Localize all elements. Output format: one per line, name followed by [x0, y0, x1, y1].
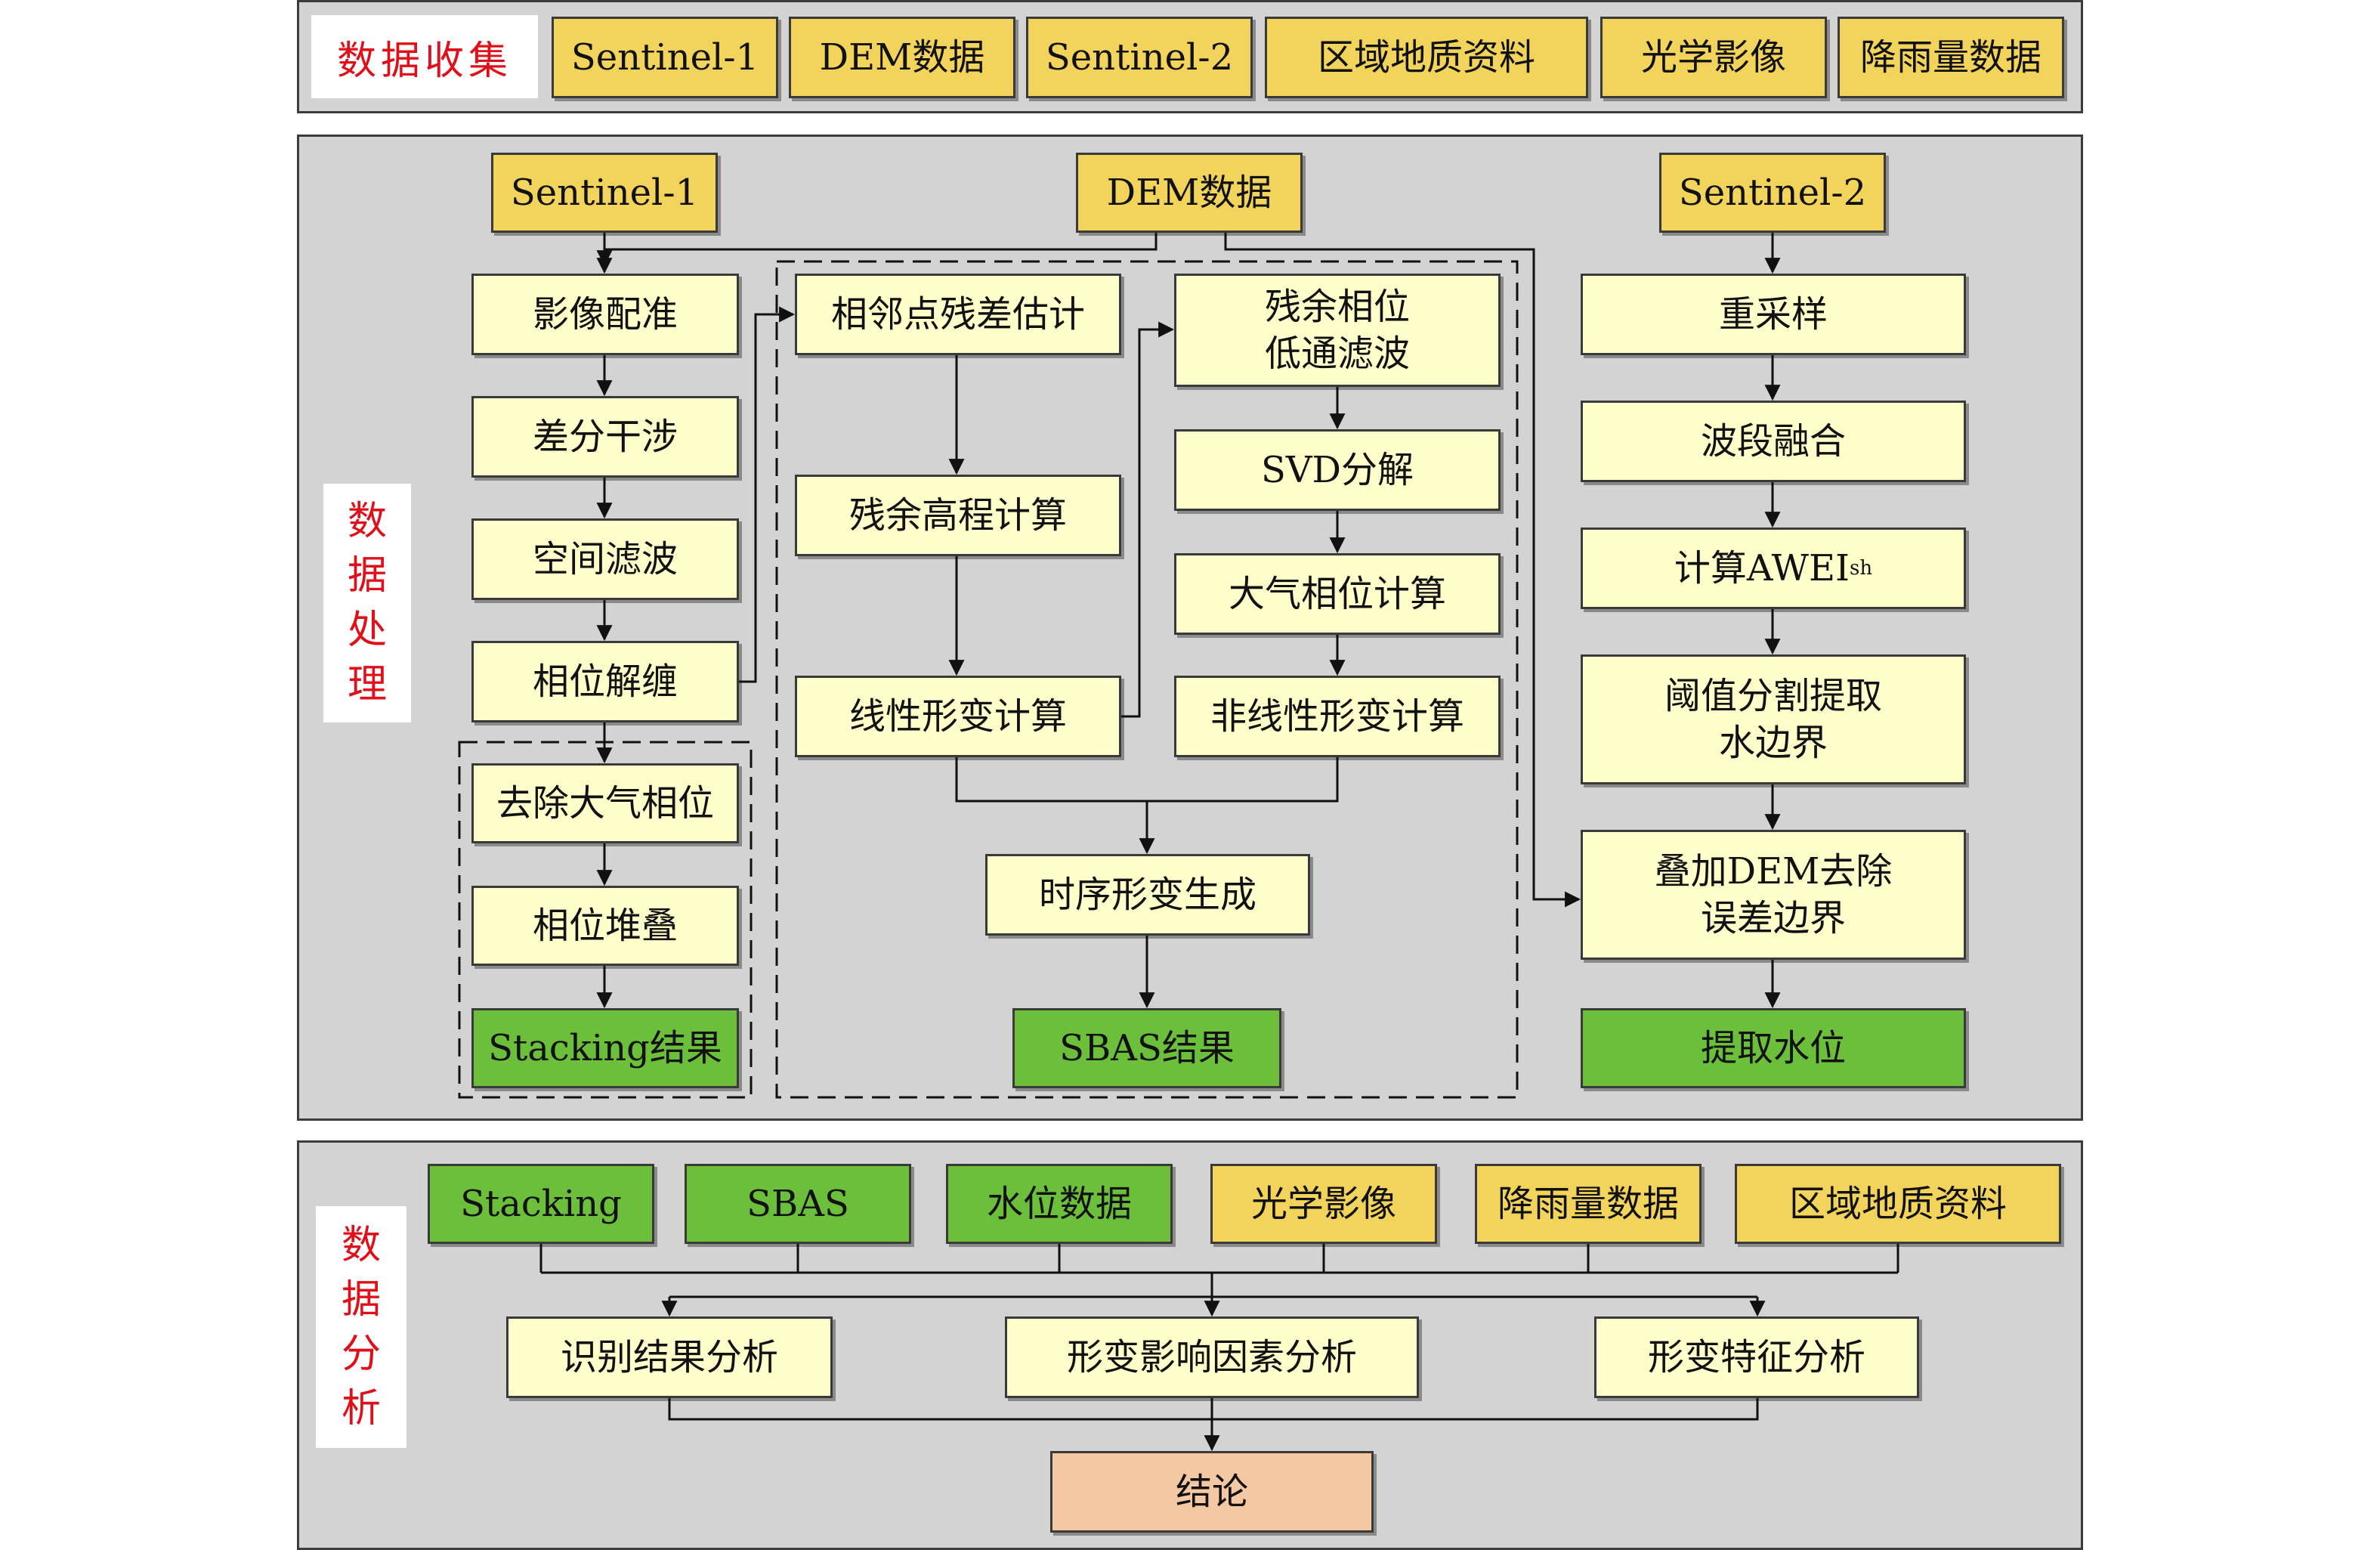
- analysis-label: 数 据 分 析: [316, 1206, 406, 1448]
- processing-label: 数 据 处 理: [323, 484, 411, 722]
- step-differential-interferometry: 差分干涉: [471, 396, 739, 478]
- step-linear-deformation: 线性形变计算: [795, 676, 1121, 757]
- step-neighbor-residual-estimation: 相邻点残差估计: [795, 274, 1121, 355]
- input-dem: DEM数据: [1076, 153, 1303, 233]
- analysis-input-stacking: Stacking: [428, 1164, 654, 1244]
- arrow-linear-to-filter: [1121, 321, 1175, 718]
- analysis-input-water-level: 水位数据: [946, 1164, 1173, 1244]
- conclusion: 结论: [1050, 1451, 1374, 1533]
- step-threshold-water-boundary: 阈值分割提取 水边界: [1581, 654, 1966, 784]
- input-sentinel2: Sentinel-2: [1659, 153, 1886, 233]
- collection-item-dem: DEM数据: [789, 17, 1015, 98]
- processing-label-char: 理: [347, 662, 387, 707]
- processing-label-char: 处: [347, 608, 387, 653]
- step-nonlinear-deformation: 非线性形变计算: [1174, 676, 1501, 757]
- line-identification-down: [668, 1398, 1759, 1421]
- step-residual-height: 残余高程计算: [795, 475, 1121, 556]
- stacking-group-outline: [458, 741, 753, 1099]
- collection-item-sentinel1: Sentinel-1: [552, 17, 778, 98]
- arrow-dem-to-dem-overlay: [1224, 233, 1581, 908]
- step-atmospheric-phase: 大气相位计算: [1174, 553, 1501, 635]
- step-resample: 重采样: [1581, 274, 1966, 355]
- analysis-label-char: 据: [341, 1277, 381, 1323]
- analysis-input-sbas: SBAS: [685, 1164, 911, 1244]
- processing-label-char: 据: [347, 553, 387, 599]
- sbas-result: SBAS结果: [1012, 1008, 1281, 1088]
- collection-item-optical: 光学影像: [1600, 17, 1827, 98]
- analysis-input-optical: 光学影像: [1210, 1164, 1437, 1244]
- step-image-registration: 影像配准: [471, 274, 739, 355]
- arrow-dem-to-registration: [596, 233, 1158, 267]
- analysis-input-geology: 区域地质资料: [1735, 1164, 2061, 1244]
- collection-label: 数据收集: [311, 15, 538, 98]
- step-dem-overlay-remove-error: 叠加DEM去除 误差边界: [1581, 830, 1966, 960]
- step-svd-decomposition: SVD分解: [1174, 429, 1501, 511]
- awei-label: 计算AWEI: [1674, 547, 1850, 589]
- analysis-input-rainfall: 降雨量数据: [1475, 1164, 1702, 1244]
- collection-item-geology: 区域地质资料: [1265, 17, 1588, 98]
- step-phase-stacking: 相位堆叠: [471, 886, 739, 966]
- input-sentinel1: Sentinel-1: [491, 153, 718, 233]
- stacking-result: Stacking结果: [471, 1008, 739, 1088]
- step-remove-atmospheric-phase: 去除大气相位: [471, 763, 739, 843]
- analysis-identification-results: 识别结果分析: [506, 1316, 833, 1398]
- analysis-deformation-characteristics: 形变特征分析: [1594, 1316, 1919, 1398]
- collection-item-sentinel2: Sentinel-2: [1026, 17, 1253, 98]
- analysis-influencing-factors: 形变影响因素分析: [1005, 1316, 1419, 1398]
- analysis-label-char: 分: [341, 1332, 381, 1377]
- step-band-fusion: 波段融合: [1581, 401, 1966, 482]
- processing-label-char: 数: [347, 499, 387, 544]
- step-time-series-deformation: 时序形变生成: [985, 854, 1310, 936]
- step-phase-unwrapping: 相位解缠: [471, 641, 739, 722]
- water-level-result: 提取水位: [1581, 1008, 1966, 1088]
- arrow-unwrapping-to-neighbor: [739, 306, 796, 683]
- step-spatial-filtering: 空间滤波: [471, 518, 739, 600]
- awei-subscript: sh: [1849, 557, 1873, 580]
- sbas-group-outline: [775, 260, 1519, 1099]
- line-linear-down: [955, 757, 1339, 803]
- analysis-label-char: 数: [341, 1223, 381, 1268]
- step-residual-phase-lowpass: 残余相位 低通滤波: [1174, 274, 1501, 387]
- analysis-label-char: 析: [341, 1386, 381, 1431]
- collection-item-rainfall: 降雨量数据: [1838, 17, 2064, 98]
